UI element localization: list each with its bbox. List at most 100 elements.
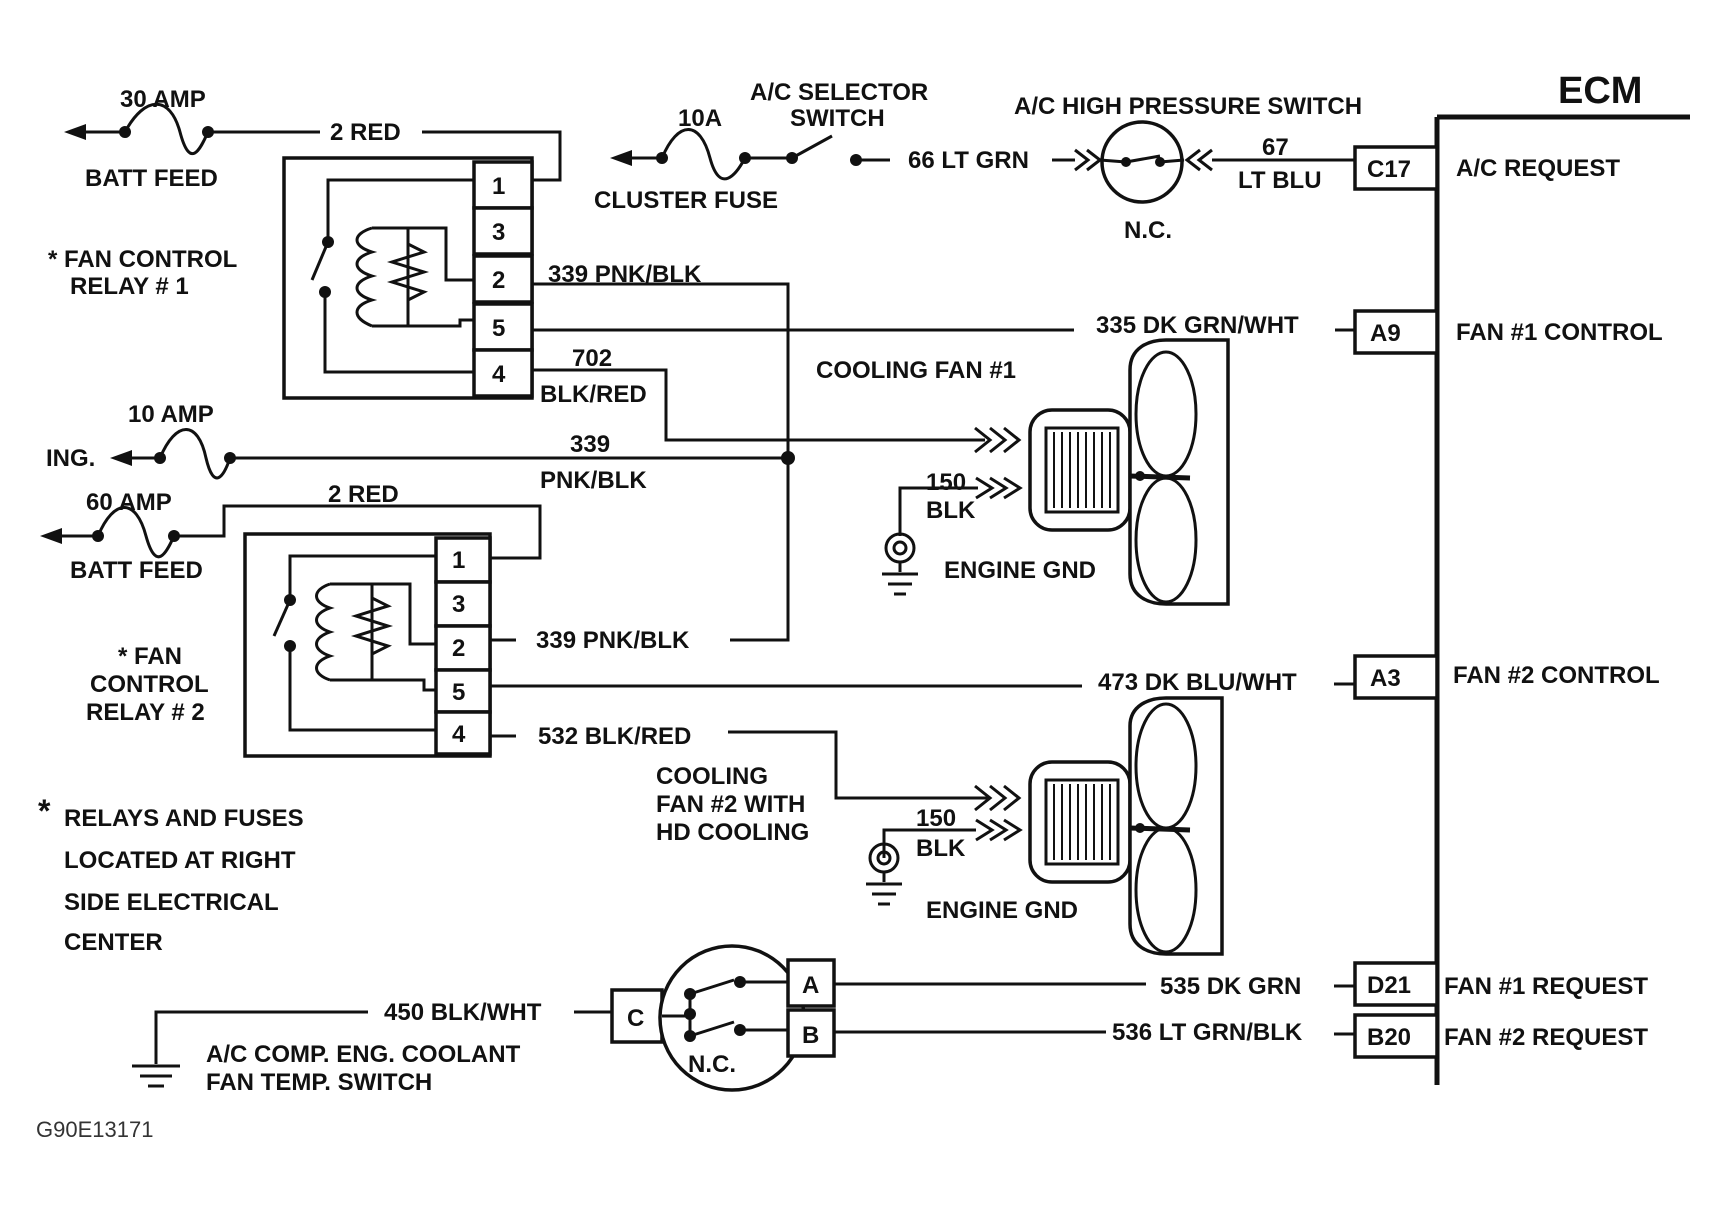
fuse-symbol-icon — [96, 506, 176, 559]
relay1-coil-icon — [355, 226, 378, 328]
wire-339-r1 — [532, 282, 790, 456]
ac-high-pressure-switch: A/C HIGH PRESSURE SWITCH N.C. 67 LT BLU — [1014, 93, 1362, 244]
fan2-label-line1: COOLING — [656, 763, 768, 790]
relay2-terminal-1: 1 — [452, 547, 465, 574]
note-block: * RELAYS AND FUSES LOCATED AT RIGHT SIDE… — [38, 793, 304, 956]
fuse-symbol-icon — [660, 128, 747, 181]
note-line4: CENTER — [64, 929, 163, 956]
fan1-ground-label: ENGINE GND — [944, 557, 1096, 584]
ecm-pin-b20-id: B20 — [1367, 1024, 1411, 1051]
ground-terminal-icon — [884, 532, 916, 564]
ecm-pin-d21-label: FAN #1 REQUEST — [1444, 973, 1648, 1000]
fan2-label-line3: HD COOLING — [656, 819, 809, 846]
wire-150b-color: BLK — [916, 835, 966, 862]
ac-selector-branch: 10A CLUSTER FUSE A/C SELECTOR SWITCH 66 … — [594, 79, 1075, 214]
relay2-label-line3: RELAY # 2 — [86, 699, 205, 726]
wire-339-number: 339 — [570, 431, 610, 458]
note-line3: SIDE ELECTRICAL — [64, 889, 279, 916]
wire-2red-top: 2 RED — [330, 119, 401, 146]
wire-339-r2-label: 339 PNK/BLK — [536, 627, 690, 654]
temp-switch-pin-c: C — [627, 1005, 644, 1032]
fuse-10amp-ign: 10 AMP ING. 339 PNK/BLK — [46, 401, 795, 642]
hp-switch-nc: N.C. — [1124, 217, 1172, 244]
ecm-block: ECM C17 A/C REQUEST A9 FAN #1 CONTROL A3… — [1353, 70, 1690, 1085]
relay1-terminal-4: 4 — [492, 361, 506, 388]
ecm-pin-c17-label: A/C REQUEST — [1456, 155, 1620, 182]
fuse-symbol-icon — [158, 428, 232, 480]
wire-535-label: 535 DK GRN — [1160, 973, 1301, 1000]
wire-532 — [728, 730, 990, 800]
temp-switch-nc: N.C. — [688, 1051, 736, 1078]
wire-702 — [532, 368, 985, 442]
hp-switch-label: A/C HIGH PRESSURE SWITCH — [1014, 93, 1362, 120]
wire-67-number: 67 — [1262, 134, 1289, 161]
note-star: * — [38, 793, 51, 829]
fuse-symbol-icon — [123, 102, 210, 156]
relay1-terminal-1: 1 — [492, 173, 505, 200]
relay1-label-line2: RELAY # 1 — [70, 273, 189, 300]
ecm-pin-d21-id: D21 — [1367, 972, 1411, 999]
cooling-fan-1: COOLING FAN #1 150 BLK ENGINE GND — [816, 338, 1230, 606]
wire-339-r1-label: 339 PNK/BLK — [548, 261, 702, 288]
fan2-label-line2: FAN #2 WITH — [656, 791, 805, 818]
ecm-pin-b20-label: FAN #2 REQUEST — [1444, 1024, 1648, 1051]
wire-339-color: PNK/BLK — [540, 467, 647, 494]
arrow-left-icon — [40, 528, 62, 544]
fuse-60amp-feed: BATT FEED — [70, 557, 203, 584]
ac-selector-label-line2: SWITCH — [790, 105, 885, 132]
relay2-terminal-3: 3 — [452, 591, 465, 618]
ecm-pin-a3-label: FAN #2 CONTROL — [1453, 662, 1660, 689]
note-line2: LOCATED AT RIGHT — [64, 847, 296, 874]
relay1-terminal-3: 3 — [492, 219, 505, 246]
ecm-pin-a3 — [1353, 654, 1439, 700]
wire-702-number: 702 — [572, 345, 612, 372]
ecm-pin-a3-id: A3 — [1370, 665, 1401, 692]
relay2-terminal-2: 2 — [452, 635, 465, 662]
wire-66-label: 66 LT GRN — [908, 147, 1029, 174]
relay1-terminal-2: 2 — [492, 267, 505, 294]
fuse-30amp-rating: 30 AMP — [120, 86, 206, 113]
ecm-title: ECM — [1558, 70, 1642, 112]
fan1-label: COOLING FAN #1 — [816, 357, 1016, 384]
wire-150a-number: 150 — [926, 469, 966, 496]
temp-switch-label-line1: A/C COMP. ENG. COOLANT — [206, 1041, 521, 1068]
wire-702-color: BLK/RED — [540, 381, 647, 408]
wire-532-label: 532 BLK/RED — [538, 723, 691, 750]
wire-2red-r2: 2 RED — [328, 481, 399, 508]
temp-switch-label-line2: FAN TEMP. SWITCH — [206, 1069, 432, 1096]
wire-150a-color: BLK — [926, 497, 976, 524]
relay2-label-line2: CONTROL — [90, 671, 209, 698]
ecm-pin-a9 — [1353, 309, 1439, 355]
fan1-motor-icon — [1028, 408, 1132, 532]
temp-switch-contact-icon — [689, 978, 735, 996]
temp-switch-contact-icon — [689, 1020, 735, 1038]
figure-code: G90E13171 — [36, 1117, 153, 1142]
cluster-fuse-label: CLUSTER FUSE — [594, 187, 778, 214]
fuse-10amp-feed: ING. — [46, 445, 95, 472]
ac-selector-label-line1: A/C SELECTOR — [750, 79, 928, 106]
temp-switch-pin-a: A — [802, 972, 819, 999]
ac-selector-switch-icon — [791, 134, 833, 160]
fuse-60amp-rating: 60 AMP — [86, 489, 172, 516]
wire-67-color: LT BLU — [1238, 167, 1322, 194]
fuse-10a-rating: 10A — [678, 105, 722, 132]
arrow-left-icon — [110, 450, 132, 466]
relay2-terminal-5: 5 — [452, 679, 465, 706]
wire-450-label: 450 BLK/WHT — [384, 999, 542, 1026]
wire-335-label: 335 DK GRN/WHT — [1096, 312, 1299, 339]
relay2-coil-icon — [315, 582, 335, 682]
fan-control-relay-2: * FAN CONTROL RELAY # 2 1 3 2 5 4 — [86, 532, 492, 758]
arrow-left-icon — [64, 124, 86, 140]
ecm-pin-c17-id: C17 — [1367, 156, 1411, 183]
wire-150b-number: 150 — [916, 805, 956, 832]
relay1-resistor-icon — [386, 242, 430, 302]
relay1-label-line1: * FAN CONTROL — [48, 246, 237, 273]
temp-switch-pin-b: B — [802, 1022, 819, 1049]
coolant-temp-switch: 450 BLK/WHT C A/C COMP. ENG. COOLANT FAN… — [132, 944, 1355, 1096]
ecm-pin-a9-id: A9 — [1370, 320, 1401, 347]
relay1-terminal-5: 5 — [492, 315, 505, 342]
relay2-resistor-icon — [350, 596, 394, 656]
relay2-label-line1: * FAN — [118, 643, 182, 670]
fuse-60amp: 60 AMP BATT FEED 2 RED — [40, 481, 542, 584]
